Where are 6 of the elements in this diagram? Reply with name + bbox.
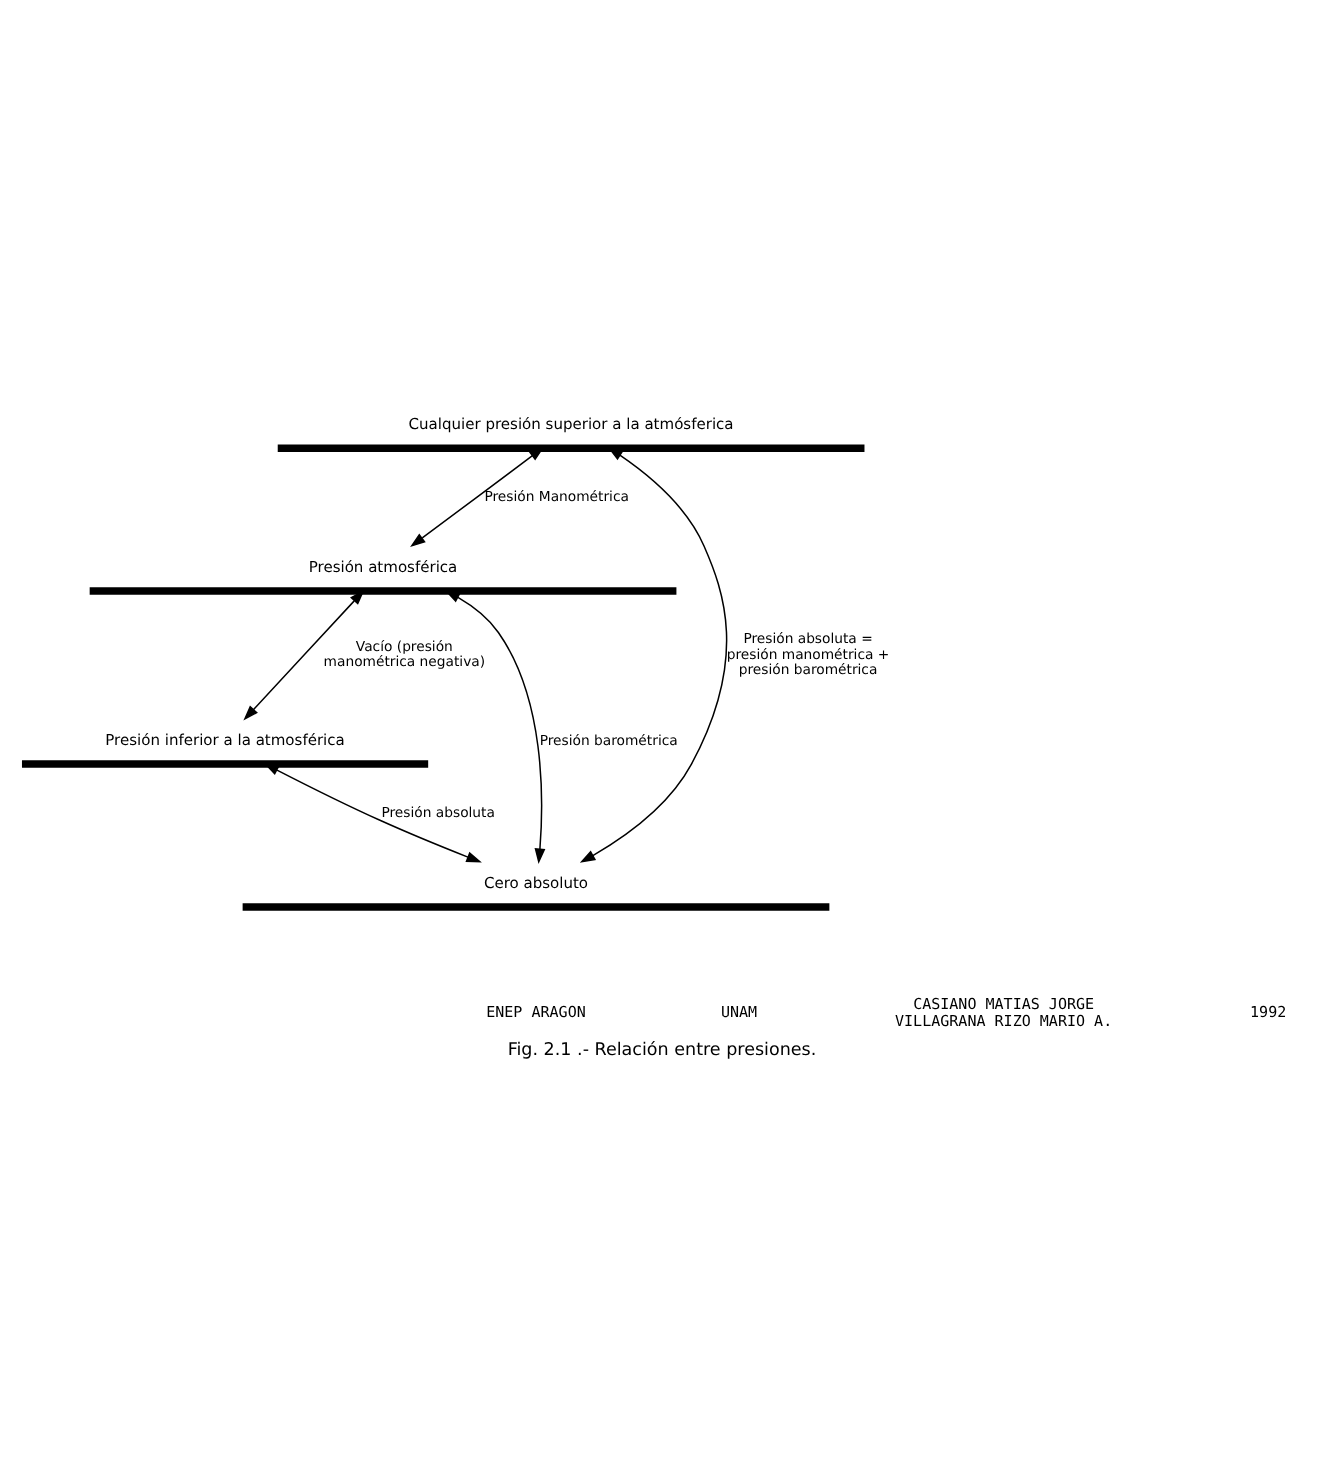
arrow (410, 446, 545, 548)
arrow (263, 763, 482, 863)
caption: Fig. 2.1 .- Relación entre presiones. (507, 1041, 817, 1062)
arrow (444, 590, 546, 865)
arrow (579, 447, 728, 863)
arrow (243, 589, 365, 721)
